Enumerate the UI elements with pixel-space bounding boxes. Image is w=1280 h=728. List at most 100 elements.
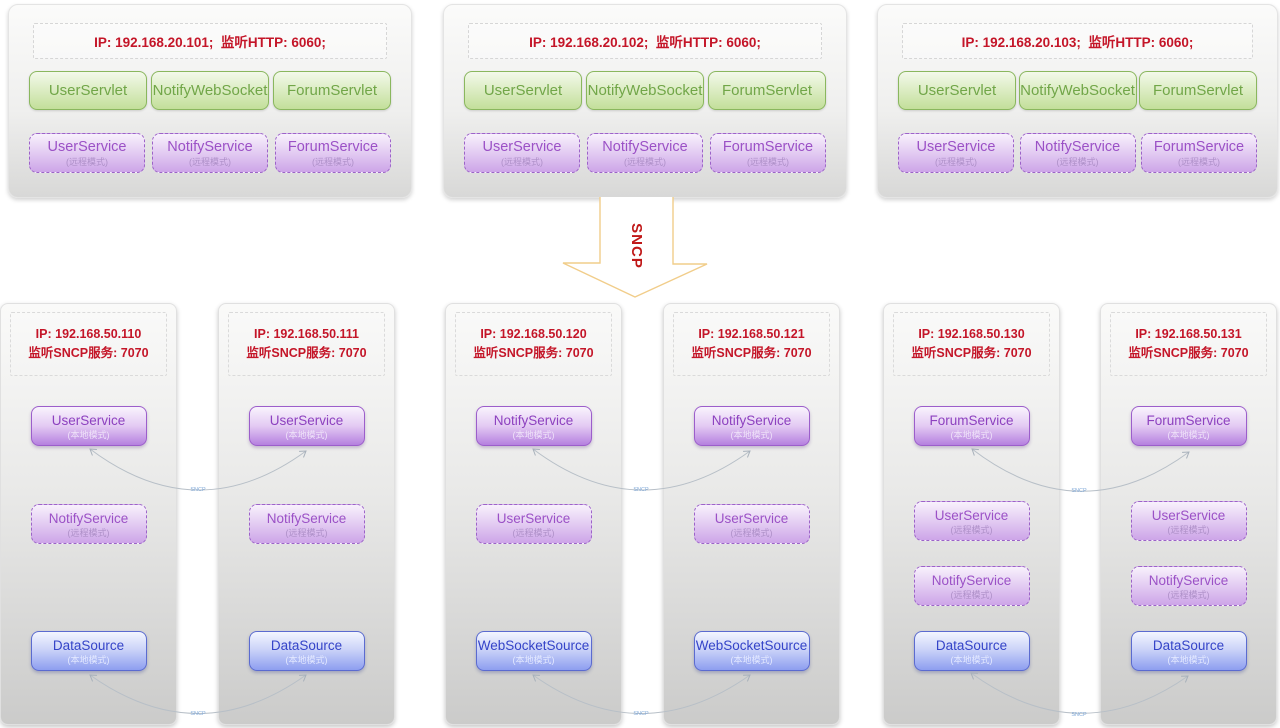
- sncp-node-121: IP: 192.168.50.121 监听SNCP服务: 7070 Notify…: [663, 303, 840, 725]
- service-mode: (本地模式): [1167, 429, 1210, 440]
- servlet-row: UserServlet NotifyWebSocket ForumServlet: [9, 71, 411, 110]
- http-node-102: IP: 192.168.20.102; 监听HTTP: 6060; UserSe…: [443, 4, 847, 198]
- service-name: NotifyService: [1148, 572, 1229, 588]
- service-name: DataSource: [935, 637, 1008, 653]
- service-name: NotifyService: [931, 572, 1012, 588]
- ip-text: IP: 192.168.50.120: [480, 327, 587, 341]
- service-box-datasource: WebSocketSource(本地模式): [693, 631, 810, 671]
- ip-header: IP: 192.168.50.131 监听SNCP服务: 7070: [1110, 312, 1267, 376]
- sncp-link-label: SNCP: [190, 711, 206, 717]
- listen-text: 监听SNCP服务: 7070: [28, 346, 149, 360]
- listen-text: 监听SNCP服务: 7070: [691, 346, 812, 360]
- service-box-remote: UserService(远程模式): [464, 133, 580, 173]
- service-box-remote: UserService(远程模式): [913, 501, 1030, 541]
- service-box-remote: NotifyService(远程模式): [152, 133, 268, 173]
- service-name: NotifyService: [493, 412, 574, 428]
- service-mode: (本地模式): [950, 654, 993, 665]
- service-box-datasource: DataSource(本地模式): [248, 631, 365, 671]
- listen-text: 监听SNCP服务: 7070: [246, 346, 367, 360]
- service-mode: (本地模式): [730, 654, 773, 665]
- ip-text: IP: 192.168.50.121: [698, 327, 805, 341]
- service-mode: (远程模式): [1178, 156, 1220, 167]
- servlet-box: ForumServlet: [1139, 71, 1257, 110]
- service-mode: (远程模式): [312, 156, 354, 167]
- service-name: ForumService: [929, 412, 1014, 428]
- service-box-remote: NotifyService(远程模式): [913, 566, 1030, 606]
- ip-header: IP: 192.168.50.120 监听SNCP服务: 7070: [455, 312, 612, 376]
- service-name: UserService: [47, 138, 127, 155]
- service-box-datasource: DataSource(本地模式): [913, 631, 1030, 671]
- ip-text: IP: 192.168.50.130: [918, 327, 1025, 341]
- service-mode: (远程模式): [935, 156, 977, 167]
- service-box-local: NotifyService(本地模式): [475, 406, 592, 446]
- service-mode: (本地模式): [512, 429, 555, 440]
- ip-header: IP: 192.168.50.110 监听SNCP服务: 7070: [10, 312, 167, 376]
- service-mode: (远程模式): [501, 156, 543, 167]
- service-box-remote: NotifyService(远程模式): [248, 504, 365, 544]
- service-mode: (远程模式): [950, 589, 993, 600]
- servlet-box: NotifyWebSocket: [586, 71, 704, 110]
- servlet-box: UserServlet: [464, 71, 582, 110]
- service-mode: (本地模式): [512, 654, 555, 665]
- ip-header: IP: 192.168.20.103; 监听HTTP: 6060;: [902, 23, 1253, 59]
- ip-text: IP: 192.168.50.131: [1135, 327, 1242, 341]
- servlet-box: ForumServlet: [708, 71, 826, 110]
- service-row: UserService(远程模式) NotifyService(远程模式) Fo…: [9, 133, 411, 173]
- service-mode: (本地模式): [730, 429, 773, 440]
- service-mode: (远程模式): [1167, 589, 1210, 600]
- service-mode: (本地模式): [67, 654, 110, 665]
- service-name: UserService: [1151, 507, 1226, 523]
- ip-header: IP: 192.168.20.102; 监听HTTP: 6060;: [468, 23, 822, 59]
- service-box-remote: ForumService(远程模式): [710, 133, 826, 173]
- service-box-remote: NotifyService(远程模式): [1019, 133, 1136, 173]
- ip-header: IP: 192.168.50.121 监听SNCP服务: 7070: [673, 312, 830, 376]
- ip-text: IP: 192.168.50.110: [35, 327, 142, 341]
- sncp-link-label: SNCP: [633, 487, 649, 493]
- service-mode: (远程模式): [189, 156, 231, 167]
- service-box-local: UserService(本地模式): [30, 406, 147, 446]
- service-name: DataSource: [270, 637, 343, 653]
- service-box-datasource: DataSource(本地模式): [1130, 631, 1247, 671]
- ip-text: IP: 192.168.20.101; 监听HTTP: 6060;: [94, 35, 326, 50]
- service-box-remote: ForumService(远程模式): [1141, 133, 1257, 173]
- service-box-datasource: WebSocketSource(本地模式): [475, 631, 592, 671]
- listen-text: 监听SNCP服务: 7070: [1128, 346, 1249, 360]
- ip-header: IP: 192.168.20.101; 监听HTTP: 6060;: [33, 23, 387, 59]
- service-mode: (远程模式): [624, 156, 666, 167]
- servlet-box: UserServlet: [898, 71, 1016, 110]
- servlet-row: UserServlet NotifyWebSocket ForumServlet: [878, 71, 1277, 110]
- service-box-local: NotifyService(本地模式): [693, 406, 810, 446]
- service-name: ForumService: [287, 138, 379, 155]
- ip-text: IP: 192.168.50.111: [254, 327, 359, 341]
- service-name: NotifyService: [167, 138, 253, 155]
- service-box-remote: UserService(远程模式): [898, 133, 1014, 173]
- service-name: NotifyService: [602, 138, 688, 155]
- service-name: NotifyService: [711, 412, 792, 428]
- ip-text: IP: 192.168.20.103; 监听HTTP: 6060;: [961, 35, 1194, 50]
- http-node-103: IP: 192.168.20.103; 监听HTTP: 6060; UserSe…: [877, 4, 1278, 198]
- service-mode: (远程模式): [730, 527, 773, 538]
- service-box-remote: NotifyService(远程模式): [587, 133, 703, 173]
- service-box-datasource: DataSource(本地模式): [30, 631, 147, 671]
- service-mode: (远程模式): [285, 527, 328, 538]
- sncp-node-111: IP: 192.168.50.111 监听SNCP服务: 7070 UserSe…: [218, 303, 395, 725]
- servlet-box: UserServlet: [29, 71, 147, 110]
- servlet-box: NotifyWebSocket: [151, 71, 269, 110]
- service-box-remote: UserService(远程模式): [475, 504, 592, 544]
- service-box-remote: UserService(远程模式): [693, 504, 810, 544]
- service-name: UserService: [916, 138, 996, 155]
- service-mode: (远程模式): [1167, 524, 1210, 535]
- service-mode: (本地模式): [1167, 654, 1210, 665]
- sncp-link-label: SNCP: [633, 711, 649, 717]
- listen-text: 监听SNCP服务: 7070: [473, 346, 594, 360]
- service-box-remote: ForumService(远程模式): [275, 133, 391, 173]
- service-row: UserService(远程模式) NotifyService(远程模式) Fo…: [878, 133, 1277, 173]
- service-box-local: UserService(本地模式): [248, 406, 365, 446]
- service-box-remote: UserService(远程模式): [1130, 501, 1247, 541]
- http-node-101: IP: 192.168.20.101; 监听HTTP: 6060; UserSe…: [8, 4, 412, 198]
- service-mode: (本地模式): [285, 429, 328, 440]
- service-name: UserService: [496, 510, 571, 526]
- service-mode: (远程模式): [512, 527, 555, 538]
- service-mode: (本地模式): [67, 429, 110, 440]
- service-box-local: ForumService(本地模式): [913, 406, 1030, 446]
